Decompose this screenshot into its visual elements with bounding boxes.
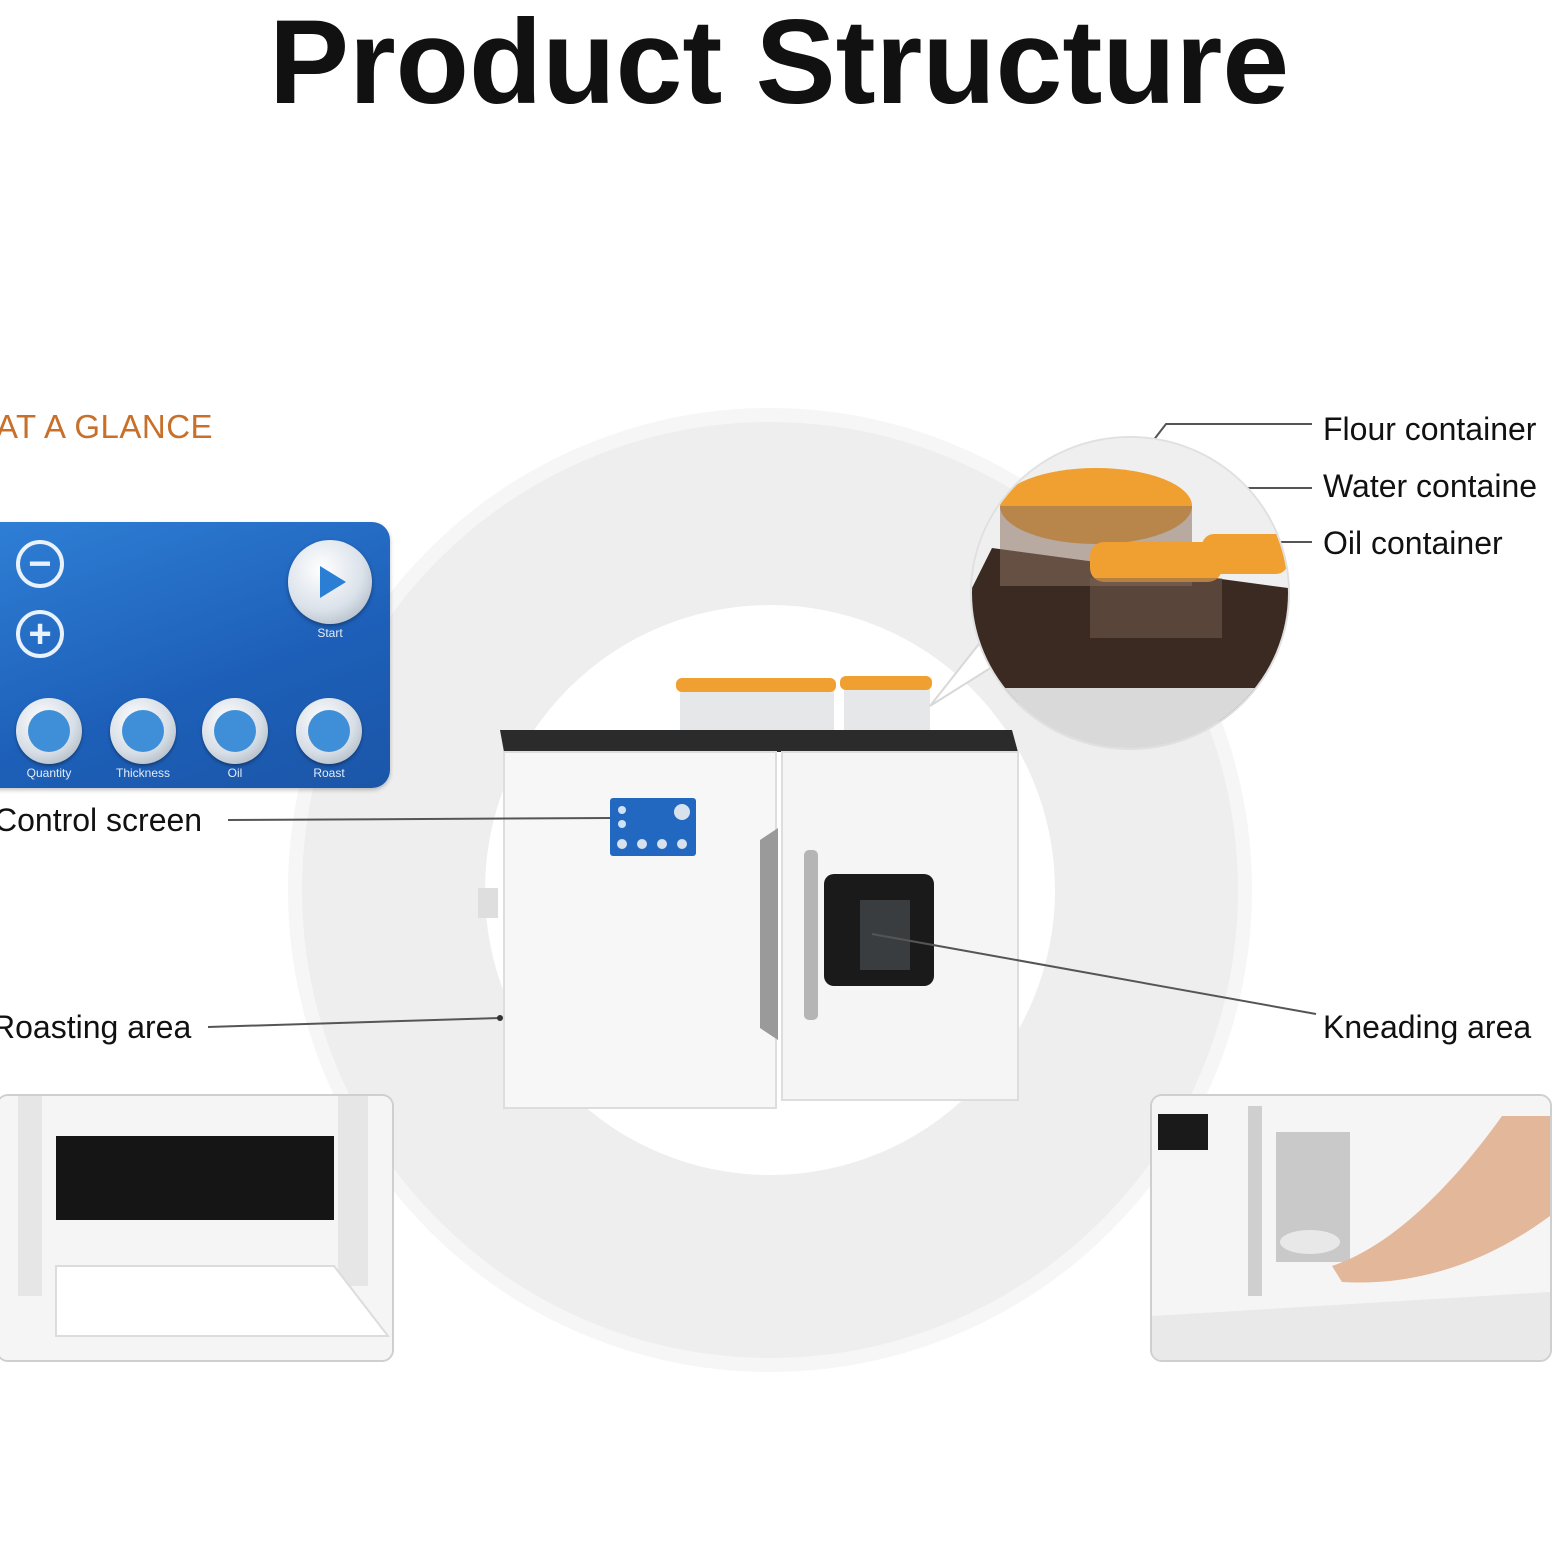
thickness-label: Thickness (115, 766, 171, 780)
start-label: Start (317, 626, 343, 640)
roast-icon (308, 710, 350, 752)
start-button[interactable] (288, 540, 372, 624)
thickness-button[interactable] (110, 698, 176, 764)
roast-label: Roast (313, 766, 345, 780)
oil-drop-icon (214, 710, 256, 752)
minus-icon[interactable]: − (16, 540, 64, 588)
thickness-icon (122, 710, 164, 752)
containers-closeup (972, 438, 1288, 748)
oil-button[interactable] (202, 698, 268, 764)
page-title: Product Structure (268, 0, 1290, 129)
play-icon (320, 566, 346, 598)
roasting-area-photo (0, 1094, 394, 1362)
quantity-label: Quantity (26, 766, 72, 780)
roast-button[interactable] (296, 698, 362, 764)
oil-container-label: Oil container (1323, 525, 1503, 561)
kneading-area-label: Kneading area (1323, 1009, 1532, 1045)
quantity-button[interactable] (16, 698, 82, 764)
control-screen-panel: − + Start Quantity Thickness Oil Roast (0, 522, 390, 788)
flour-container-label: Flour container (1323, 411, 1537, 447)
plus-icon[interactable]: + (16, 610, 64, 658)
roasting-area-label: Roasting area (0, 1009, 192, 1045)
water-container-label: Water containe (1323, 468, 1538, 504)
section-heading: AT A GLANCE (0, 408, 214, 445)
control-screen-label: Control screen (0, 802, 203, 838)
kneading-area-photo (1150, 1094, 1552, 1362)
machine (478, 676, 1019, 1109)
quantity-icon (28, 710, 70, 752)
oil-label: Oil (227, 766, 243, 780)
